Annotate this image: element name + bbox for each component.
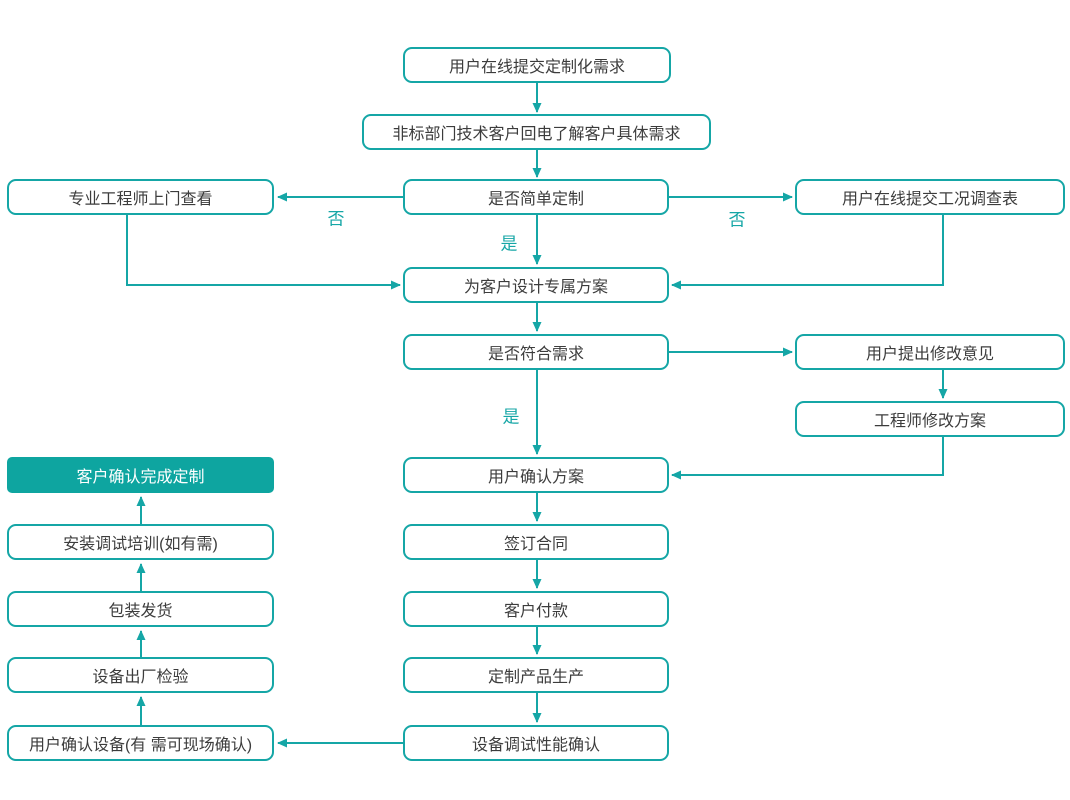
- node-payment: 客户付款: [403, 591, 669, 627]
- node-factory-inspection: 设备出厂检验: [7, 657, 274, 693]
- branch-label-yes-simple: 是: [500, 234, 518, 254]
- node-onsite-check: 专业工程师上门查看: [7, 179, 274, 215]
- node-condition-survey: 用户在线提交工况调查表: [795, 179, 1065, 215]
- node-debug-confirm: 设备调试性能确认: [403, 725, 669, 761]
- node-meets-needs: 是否符合需求: [403, 334, 669, 370]
- node-callback: 非标部门技术客户回电了解客户具体需求: [362, 114, 711, 150]
- node-production: 定制产品生产: [403, 657, 669, 693]
- node-revise-plan: 工程师修改方案: [795, 401, 1065, 437]
- node-sign-contract: 签订合同: [403, 524, 669, 560]
- branch-label-no-right: 否: [728, 210, 746, 230]
- edge-onsite-to-design: [126, 215, 401, 290]
- node-submit-request: 用户在线提交定制化需求: [403, 47, 671, 83]
- node-confirm-plan: 用户确认方案: [403, 457, 669, 493]
- node-confirm-done: 客户确认完成定制: [7, 457, 274, 493]
- node-design-plan: 为客户设计专属方案: [403, 267, 669, 303]
- edge-revise-to-confirmplan: [671, 437, 944, 480]
- node-packing-shipping: 包装发货: [7, 591, 274, 627]
- node-simple-custom: 是否简单定制: [403, 179, 669, 215]
- node-install-training: 安装调试培训(如有需): [7, 524, 274, 560]
- node-feedback: 用户提出修改意见: [795, 334, 1065, 370]
- branch-label-no-left: 否: [327, 209, 345, 229]
- edge-survey-to-design: [671, 215, 944, 290]
- branch-label-yes-meets: 是: [502, 407, 520, 427]
- node-confirm-equipment: 用户确认设备(有 需可现场确认): [7, 725, 274, 761]
